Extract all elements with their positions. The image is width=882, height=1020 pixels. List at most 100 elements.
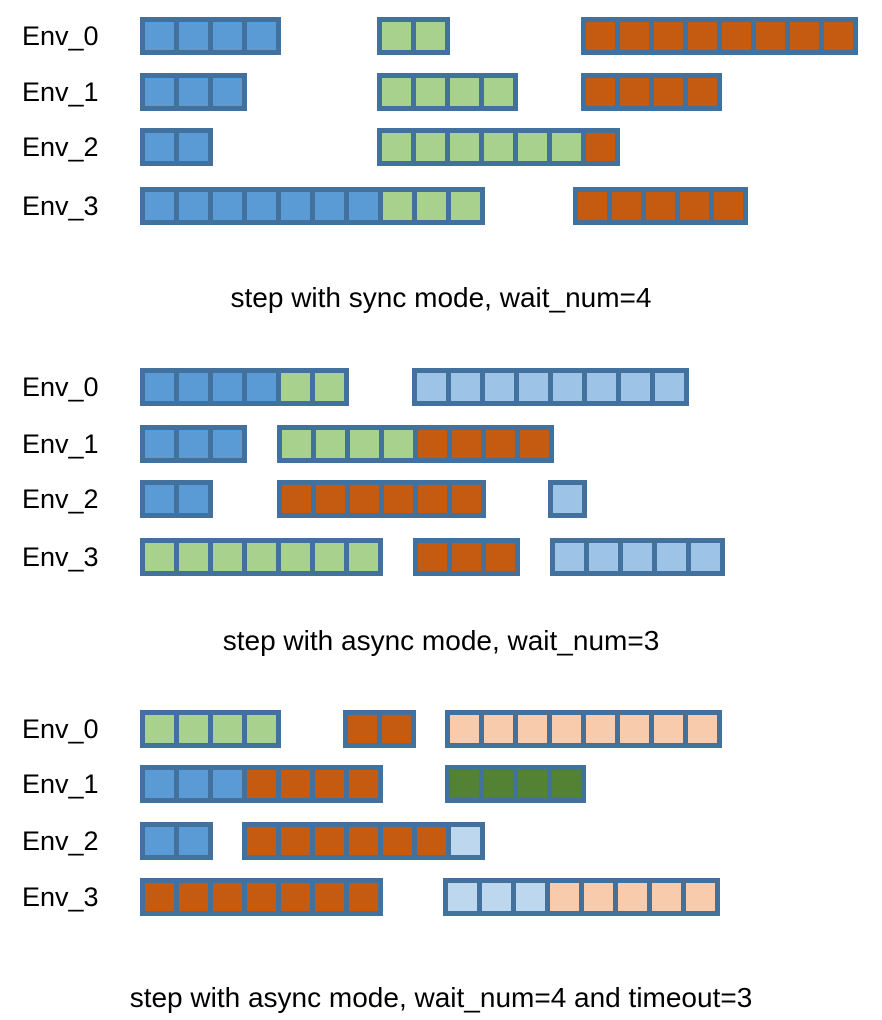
lightblue-step-cell xyxy=(417,373,446,401)
blue-step-cell xyxy=(179,133,208,161)
blue-step-cell xyxy=(179,485,208,513)
lightblue-step-cell xyxy=(589,543,618,571)
green-step-cell xyxy=(281,373,310,401)
green-step-cell xyxy=(552,133,581,161)
step-bar xyxy=(277,425,554,463)
peach-step-cell xyxy=(450,715,479,743)
darkgreen-step-cell xyxy=(552,770,581,798)
peach-step-cell xyxy=(686,883,715,911)
blue-step-cell xyxy=(145,192,174,220)
step-bar xyxy=(445,710,722,748)
green-step-cell xyxy=(247,715,276,743)
darkgreen-step-cell xyxy=(518,770,547,798)
step-bar xyxy=(140,538,383,576)
peach-step-cell xyxy=(618,883,647,911)
blue-step-cell xyxy=(247,373,276,401)
orange-step-cell xyxy=(145,883,174,911)
peach-step-cell xyxy=(484,715,513,743)
orange-step-cell xyxy=(315,883,344,911)
orange-step-cell xyxy=(213,883,242,911)
blue-step-cell xyxy=(213,430,242,458)
step-bar xyxy=(277,480,486,518)
green-step-cell xyxy=(316,430,345,458)
lightblue-step-cell xyxy=(485,373,514,401)
peach-step-cell xyxy=(584,883,613,911)
green-step-cell xyxy=(484,78,513,106)
lightblue-step-cell xyxy=(555,543,584,571)
step-bar xyxy=(377,128,620,166)
peach-step-cell xyxy=(518,715,547,743)
green-step-cell xyxy=(179,543,208,571)
green-step-cell xyxy=(382,22,411,50)
step-bar xyxy=(343,710,416,748)
step-bar xyxy=(377,17,450,55)
peach-step-cell xyxy=(550,883,579,911)
orange-step-cell xyxy=(586,22,615,50)
env-label: Env_1 xyxy=(22,76,99,107)
blue-step-cell xyxy=(213,22,242,50)
env-label: Env_3 xyxy=(22,881,99,912)
orange-step-cell xyxy=(349,883,378,911)
orange-step-cell xyxy=(418,543,447,571)
orange-step-cell xyxy=(281,827,310,855)
orange-step-cell xyxy=(384,485,413,513)
step-bar xyxy=(140,765,383,803)
green-step-cell xyxy=(213,715,242,743)
orange-step-cell xyxy=(418,430,447,458)
green-step-cell xyxy=(382,78,411,106)
orange-step-cell xyxy=(486,430,515,458)
blue-step-cell xyxy=(179,192,208,220)
orange-step-cell xyxy=(620,78,649,106)
blue-step-cell xyxy=(349,192,378,220)
step-bar xyxy=(140,368,349,406)
env-label: Env_2 xyxy=(22,131,99,162)
env-label: Env_3 xyxy=(22,190,99,221)
green-step-cell xyxy=(384,430,413,458)
green-step-cell xyxy=(349,543,378,571)
orange-step-cell xyxy=(586,78,615,106)
step-bar xyxy=(581,73,722,111)
green-step-cell xyxy=(282,430,311,458)
step-bar xyxy=(242,822,485,860)
paleblue-step-cell xyxy=(482,883,511,911)
orange-step-cell xyxy=(281,883,310,911)
blue-step-cell xyxy=(179,373,208,401)
orange-step-cell xyxy=(383,827,412,855)
step-bar xyxy=(412,368,689,406)
blue-step-cell xyxy=(145,485,174,513)
env-label: Env_1 xyxy=(22,768,99,799)
blue-step-cell xyxy=(145,133,174,161)
lightblue-step-cell xyxy=(655,373,684,401)
env-label: Env_0 xyxy=(22,371,99,402)
orange-step-cell xyxy=(281,770,310,798)
darkgreen-step-cell xyxy=(450,770,479,798)
blue-step-cell xyxy=(145,373,174,401)
orange-step-cell xyxy=(315,827,344,855)
orange-step-cell xyxy=(586,133,615,161)
step-bar xyxy=(445,765,586,803)
blue-step-cell xyxy=(213,78,242,106)
step-bar xyxy=(140,187,485,225)
peach-step-cell xyxy=(654,715,683,743)
panel-caption: step with async mode, wait_num=4 and tim… xyxy=(129,982,753,1013)
blue-step-cell xyxy=(213,770,242,798)
step-bar xyxy=(413,538,520,576)
blue-step-cell xyxy=(315,192,344,220)
blue-step-cell xyxy=(247,22,276,50)
paleblue-step-cell xyxy=(451,827,480,855)
darkgreen-step-cell xyxy=(484,770,513,798)
green-step-cell xyxy=(315,543,344,571)
lightblue-step-cell xyxy=(553,485,582,513)
orange-step-cell xyxy=(349,770,378,798)
green-step-cell xyxy=(382,133,411,161)
blue-step-cell xyxy=(281,192,310,220)
lightblue-step-cell xyxy=(691,543,720,571)
step-bar xyxy=(140,128,213,166)
lightblue-step-cell xyxy=(519,373,548,401)
orange-step-cell xyxy=(382,715,411,743)
orange-step-cell xyxy=(452,485,481,513)
env-label: Env_2 xyxy=(22,483,99,514)
step-bar xyxy=(140,425,247,463)
green-step-cell xyxy=(145,715,174,743)
